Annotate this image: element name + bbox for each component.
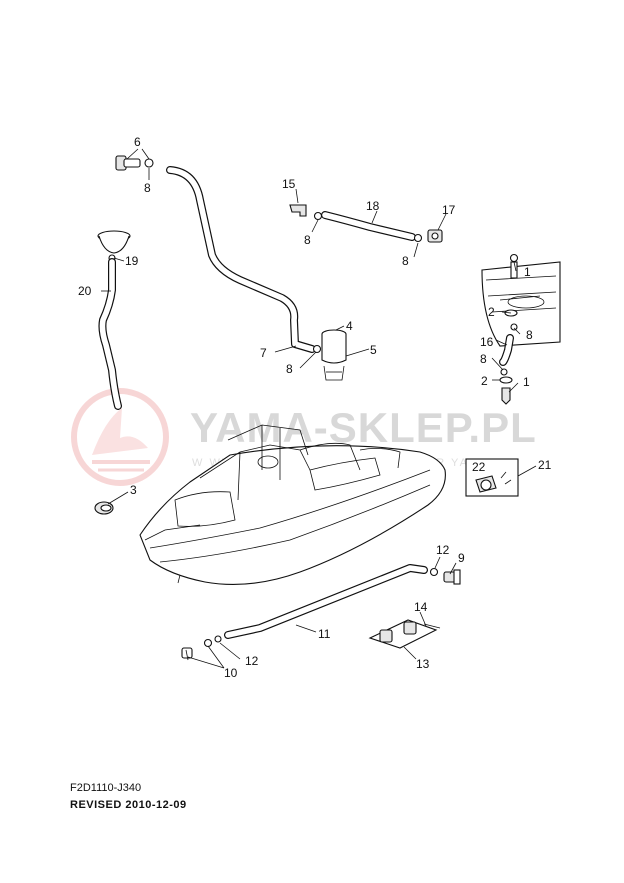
callout-8: 8 — [144, 181, 151, 195]
callout-10: 10 — [224, 666, 238, 680]
plug-3 — [94, 501, 114, 515]
hose-11 — [224, 564, 428, 639]
callout-20: 20 — [78, 284, 92, 298]
fitting-10 — [181, 635, 222, 661]
callout-1: 1 — [523, 375, 530, 389]
callout-1: 1 — [524, 265, 531, 279]
hose-18 — [321, 211, 416, 241]
watermark-brand: YAMA-SKLEP.PL — [190, 404, 537, 451]
callout-8: 8 — [402, 254, 409, 268]
deck-fragment — [481, 261, 561, 347]
callout-numbers: 6 8 15 8 18 17 8 19 20 4 7 8 5 1 2 8 16 … — [78, 135, 552, 680]
valve-17 — [413, 229, 443, 243]
callout-12: 12 — [245, 654, 259, 668]
bracket-13 — [368, 619, 441, 649]
callout-12: 12 — [436, 543, 450, 557]
filter-4 — [312, 329, 347, 381]
hose-20 — [98, 258, 122, 410]
callout-19: 19 — [125, 254, 139, 268]
callout-3: 3 — [130, 483, 137, 497]
callout-14: 14 — [414, 600, 428, 614]
callout-17: 17 — [442, 203, 456, 217]
callout-21: 21 — [538, 458, 552, 472]
callout-8: 8 — [286, 362, 293, 376]
fitting-6 — [115, 155, 154, 171]
callout-16: 16 — [480, 335, 494, 349]
callout-15: 15 — [282, 177, 296, 191]
callout-2: 2 — [488, 305, 495, 319]
drain-assembly — [499, 253, 519, 405]
fitting-15 — [289, 204, 323, 221]
callout-2: 2 — [481, 374, 488, 388]
diagram-code: F2D1110-J340 — [70, 782, 142, 794]
callout-18: 18 — [366, 199, 380, 213]
callout-22: 22 — [472, 460, 486, 474]
callout-11: 11 — [318, 627, 331, 641]
watermark-logo-icon — [71, 388, 169, 486]
callout-13: 13 — [416, 657, 430, 671]
inset-21-22: 22 — [465, 458, 519, 497]
callout-5: 5 — [370, 343, 377, 357]
callout-9: 9 — [458, 551, 465, 565]
callout-6: 6 — [134, 135, 141, 149]
callout-4: 4 — [346, 319, 353, 333]
hull-illustration — [139, 424, 446, 586]
revision-date: REVISED 2010-12-09 — [70, 799, 187, 811]
leader-lines — [101, 148, 537, 669]
callout-8: 8 — [304, 233, 311, 247]
callout-7: 7 — [260, 346, 267, 360]
callout-8: 8 — [526, 328, 533, 342]
callout-8: 8 — [480, 352, 487, 366]
hose-7 — [166, 166, 316, 353]
fitting-9 — [429, 567, 461, 585]
